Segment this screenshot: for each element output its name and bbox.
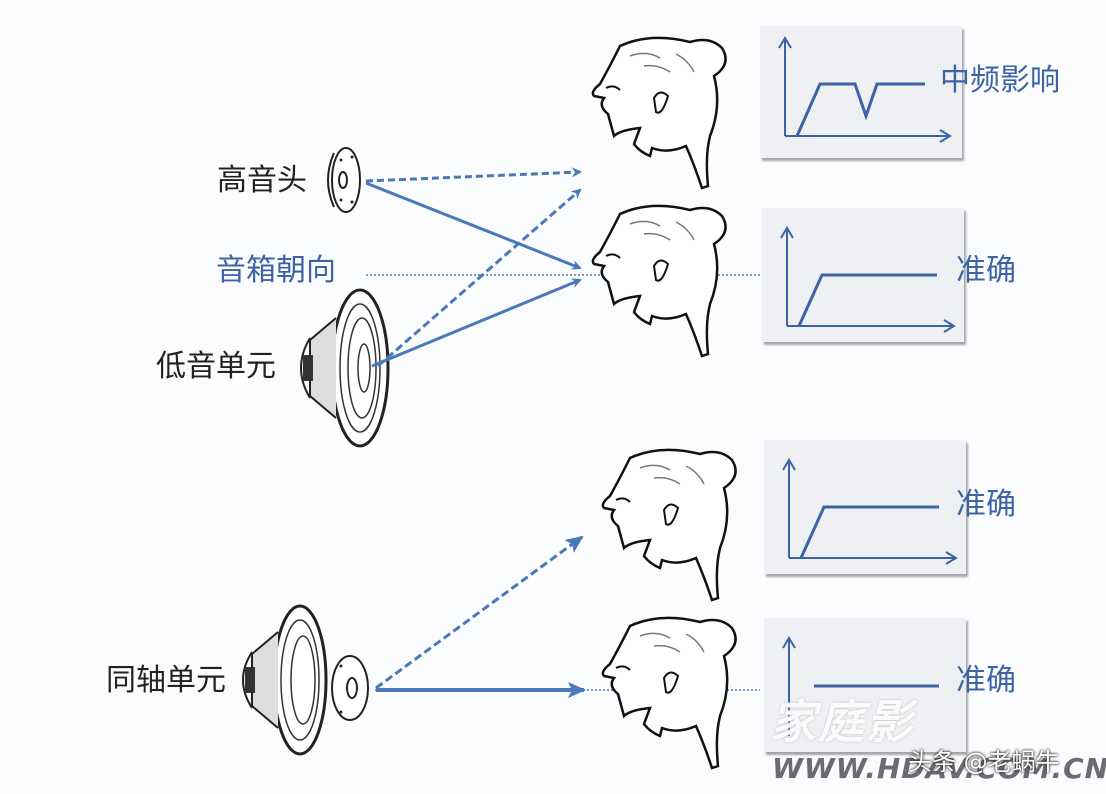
watermark-url: WWW.HDAV.COM.CN — [772, 752, 1106, 785]
tweeter-to-head2-arrow — [365, 181, 582, 270]
woofer-to-head1-arrow — [377, 188, 582, 368]
speaker-axis-label: 音箱朝向 — [216, 253, 336, 288]
coaxial-speaker-icon — [242, 604, 369, 756]
result-label-1: 中频影响 — [940, 63, 1060, 98]
tweeter-label: 高音头 — [217, 163, 307, 198]
result-label-2: 准确 — [956, 253, 1016, 288]
coaxial-to-head3-arrow — [375, 535, 584, 690]
tweeter-icon — [327, 147, 361, 213]
response-graph-accurate-4 — [764, 618, 966, 752]
head-icon-4 — [601, 616, 737, 770]
response-graph-accurate-3 — [764, 440, 966, 574]
response-graph-midrange-dip — [760, 26, 962, 158]
woofer-to-head2-arrow — [371, 278, 582, 368]
watermark-credit: 头条 @老蜗牛 — [908, 748, 1060, 776]
response-graph-accurate-1 — [762, 208, 964, 342]
coaxial-label: 同轴单元 — [106, 663, 226, 698]
woofer-label: 低音单元 — [156, 349, 276, 384]
result-label-3: 准确 — [956, 487, 1016, 522]
head-icon-1 — [591, 36, 727, 190]
result-label-4: 准确 — [956, 663, 1016, 698]
watermark-site-name: 家庭影 — [770, 695, 914, 749]
woofer-icon — [300, 288, 390, 448]
head-icon-2 — [591, 204, 727, 358]
tweeter-to-head1-arrow — [365, 167, 582, 183]
head-icon-3 — [601, 448, 737, 602]
